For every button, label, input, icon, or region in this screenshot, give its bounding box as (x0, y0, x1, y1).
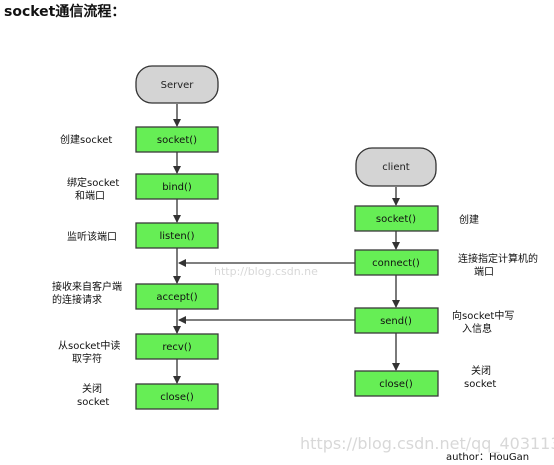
client-start-label: client (382, 162, 410, 173)
server-note-accept-line1: 接收来自客户端 (52, 280, 122, 293)
client-note-send-line2: 入信息 (462, 322, 492, 335)
client-step-socket: socket() (354, 205, 439, 232)
server-step-accept-label: accept() (156, 292, 197, 303)
client-note-socket: 创建 (459, 213, 479, 226)
server-step-listen: listen() (135, 222, 219, 249)
server-note-close-line2: socket (77, 397, 109, 408)
server-note-listen: 监听该端口 (67, 230, 117, 243)
client-step-close: close() (354, 370, 439, 397)
server-step-bind: bind() (135, 173, 219, 200)
watermark-mid: http://blog.csdn.ne (214, 265, 318, 278)
client-note-close-line2: socket (464, 379, 496, 390)
server-note-recv-line2: 取字符 (72, 352, 102, 365)
server-note-bind-line1: 绑定socket (67, 176, 119, 189)
server-step-bind-label: bind() (162, 182, 192, 193)
client-note-send-line1: 向socket中写 (452, 309, 514, 322)
server-step-socket-label: socket() (157, 135, 197, 146)
server-note-socket: 创建socket (60, 133, 112, 146)
client-step-close-label: close() (379, 379, 413, 390)
client-start-node: client (355, 147, 437, 187)
server-step-accept: accept() (135, 283, 219, 310)
server-note-recv-line1: 从socket中读 (58, 339, 120, 352)
server-start-node: Server (135, 65, 219, 104)
client-step-socket-label: socket() (376, 214, 416, 225)
server-note-bind-line2: 和端口 (75, 189, 105, 202)
watermark-bottom: https://blog.csdn.net/qq_40311377 (300, 434, 554, 454)
client-step-send: send() (354, 307, 439, 334)
client-step-send-label: send() (380, 316, 412, 327)
server-note-accept-line2: 的连接请求 (52, 293, 102, 306)
client-step-connect-label: connect() (372, 258, 420, 269)
client-note-connect-line2: 端口 (474, 265, 494, 278)
server-start-label: Server (161, 80, 195, 91)
client-step-connect: connect() (354, 249, 439, 276)
author-credit: author：HouGan (446, 452, 529, 463)
server-step-recv-label: recv() (162, 342, 191, 353)
client-note-close-line1: 关闭 (471, 364, 491, 377)
server-step-recv: recv() (135, 333, 219, 360)
page-title: socket通信流程： (4, 4, 126, 20)
server-step-socket: socket() (135, 126, 219, 153)
server-note-close-line1: 关闭 (82, 382, 102, 395)
server-step-listen-label: listen() (160, 231, 195, 242)
client-note-connect-line1: 连接指定计算机的 (458, 252, 538, 265)
server-step-close-label: close() (160, 392, 194, 403)
server-step-close: close() (135, 383, 219, 410)
